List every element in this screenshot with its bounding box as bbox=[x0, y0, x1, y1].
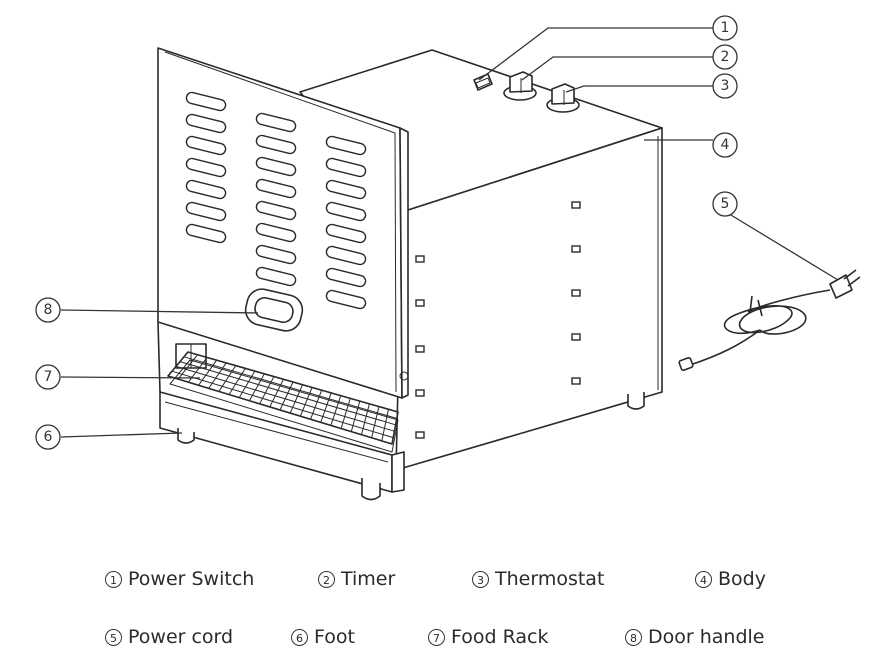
legend-label: Power Switch bbox=[128, 568, 255, 590]
legend-food-rack: 7 Food Rack bbox=[428, 626, 548, 648]
callout-3: 3 bbox=[712, 73, 738, 99]
legend-door-handle: 8 Door handle bbox=[625, 626, 765, 648]
legend-number: 1 bbox=[105, 570, 122, 588]
legend-thermostat: 3 Thermostat bbox=[472, 568, 604, 590]
vent-slot bbox=[255, 156, 297, 177]
legend-label: Body bbox=[718, 568, 766, 590]
legend-number: 2 bbox=[318, 570, 335, 588]
vent-slot bbox=[325, 135, 367, 156]
svg-text:6: 6 bbox=[44, 429, 53, 445]
vent-slot bbox=[255, 266, 297, 287]
svg-text:3: 3 bbox=[721, 78, 730, 94]
vent-slot bbox=[185, 223, 227, 244]
legend-number: 3 bbox=[472, 570, 489, 588]
vent-slot bbox=[255, 178, 297, 199]
legend-number: 4 bbox=[695, 570, 712, 588]
legend-number: 5 bbox=[105, 628, 122, 646]
vent-slot bbox=[325, 223, 367, 244]
legend-number: 6 bbox=[291, 628, 308, 646]
door-handle bbox=[244, 288, 304, 332]
callout-4: 4 bbox=[712, 132, 738, 158]
legend-label: Power cord bbox=[128, 626, 234, 648]
vent-slot bbox=[185, 157, 227, 178]
legend-label: Food Rack bbox=[451, 626, 549, 648]
vent-slot bbox=[185, 179, 227, 200]
vent-slot bbox=[255, 200, 297, 221]
vent-slot bbox=[325, 267, 367, 288]
leader-lines bbox=[60, 27, 839, 438]
thermostat-knob bbox=[546, 83, 580, 113]
rack-tabs bbox=[415, 201, 581, 439]
rear-foot bbox=[627, 392, 645, 410]
vent-slot bbox=[325, 289, 367, 310]
callout-1: 1 bbox=[712, 15, 738, 41]
callout-8: 8 bbox=[35, 297, 61, 323]
legend-foot: 6 Foot bbox=[291, 626, 355, 648]
front-foot-left bbox=[177, 428, 195, 444]
food-rack bbox=[167, 351, 399, 453]
legend-label: Timer bbox=[341, 568, 396, 590]
vent-slot bbox=[325, 179, 367, 200]
front-foot-right bbox=[361, 478, 381, 501]
vent-slot bbox=[185, 135, 227, 156]
legend-body: 4 Body bbox=[695, 568, 766, 590]
legend-power-cord: 5 Power cord bbox=[105, 626, 233, 648]
svg-text:2: 2 bbox=[721, 49, 730, 65]
power-cord bbox=[678, 269, 861, 371]
legend-power-switch: 1 Power Switch bbox=[105, 568, 254, 590]
legend-number: 8 bbox=[625, 628, 642, 646]
vent-slot bbox=[185, 91, 227, 112]
svg-text:4: 4 bbox=[721, 137, 730, 153]
vent-slot bbox=[255, 222, 297, 243]
legend-number: 7 bbox=[428, 628, 445, 646]
vent-slot bbox=[325, 245, 367, 266]
callout-6: 6 bbox=[35, 424, 61, 450]
svg-text:1: 1 bbox=[721, 20, 730, 36]
callout-7: 7 bbox=[35, 364, 61, 390]
legend-label: Thermostat bbox=[495, 568, 605, 590]
vent-slot bbox=[325, 201, 367, 222]
svg-text:8: 8 bbox=[44, 302, 53, 318]
callout-2: 2 bbox=[712, 44, 738, 70]
vent-slot bbox=[325, 157, 367, 178]
vent-slot bbox=[255, 134, 297, 155]
vent-slot bbox=[185, 113, 227, 134]
legend-label: Door handle bbox=[648, 626, 765, 648]
legend-label: Foot bbox=[314, 626, 355, 648]
svg-text:5: 5 bbox=[721, 196, 730, 212]
vent-slot bbox=[255, 244, 297, 265]
callout-5: 5 bbox=[712, 191, 738, 217]
vent-slot bbox=[185, 201, 227, 222]
vent-slot bbox=[255, 112, 297, 133]
legend-timer: 2 Timer bbox=[318, 568, 395, 590]
svg-text:7: 7 bbox=[44, 369, 53, 385]
